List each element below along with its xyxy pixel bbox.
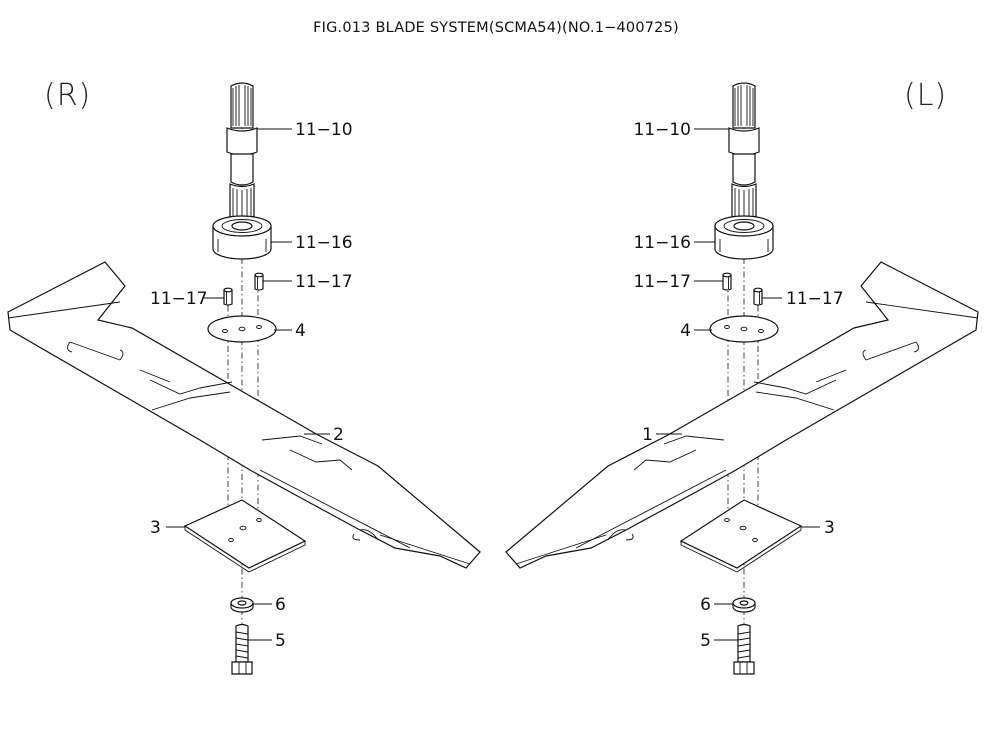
right-plate	[184, 499, 306, 573]
figure-title: FIG.013 BLADE SYSTEM(SCMA54)(NO.1−400725…	[313, 20, 679, 36]
right-pin-a	[254, 272, 264, 291]
left-callout-plate: 3	[824, 518, 835, 538]
right-spindle-shaft	[226, 82, 258, 221]
left-assembly	[505, 82, 979, 675]
right-callout-spindle: 11−10	[295, 120, 353, 140]
right-bolt	[231, 623, 253, 675]
right-callout-plate: 3	[150, 518, 161, 538]
right-washer	[230, 597, 254, 613]
right-callout-pin-b: 11−17	[150, 289, 208, 309]
left-callout-washer: 6	[700, 595, 711, 615]
left-callout-blade: 1	[642, 425, 653, 445]
right-pin-b	[223, 287, 233, 306]
left-callout-pin-b: 11−17	[786, 289, 844, 309]
right-callout-bolt: 5	[275, 631, 286, 651]
left-callout-bolt: 5	[700, 631, 711, 651]
right-assembly	[7, 82, 481, 675]
right-washer-plate	[207, 315, 277, 343]
right-callout-bearing: 11−16	[295, 233, 353, 253]
right-callout-pin-a: 11−17	[295, 272, 353, 292]
left-bolt	[733, 623, 755, 675]
left-pin-b	[753, 287, 763, 306]
left-plate	[680, 499, 802, 573]
left-side-label: (L)	[904, 78, 948, 113]
left-washer-plate	[709, 315, 779, 343]
left-callout-pin-a: 11−17	[633, 272, 691, 292]
left-washer	[732, 597, 756, 613]
right-side-label: (R)	[44, 78, 92, 113]
right-callout-washer-plate: 4	[295, 321, 306, 341]
left-spindle-shaft	[728, 82, 760, 221]
right-callout-washer: 6	[275, 595, 286, 615]
left-pin-a	[722, 272, 732, 291]
left-callout-spindle: 11−10	[633, 120, 691, 140]
left-bearing	[714, 215, 774, 260]
left-callout-bearing: 11−16	[633, 233, 691, 253]
right-callout-blade: 2	[333, 425, 344, 445]
right-bearing	[212, 215, 272, 260]
left-callout-washer-plate: 4	[680, 321, 691, 341]
